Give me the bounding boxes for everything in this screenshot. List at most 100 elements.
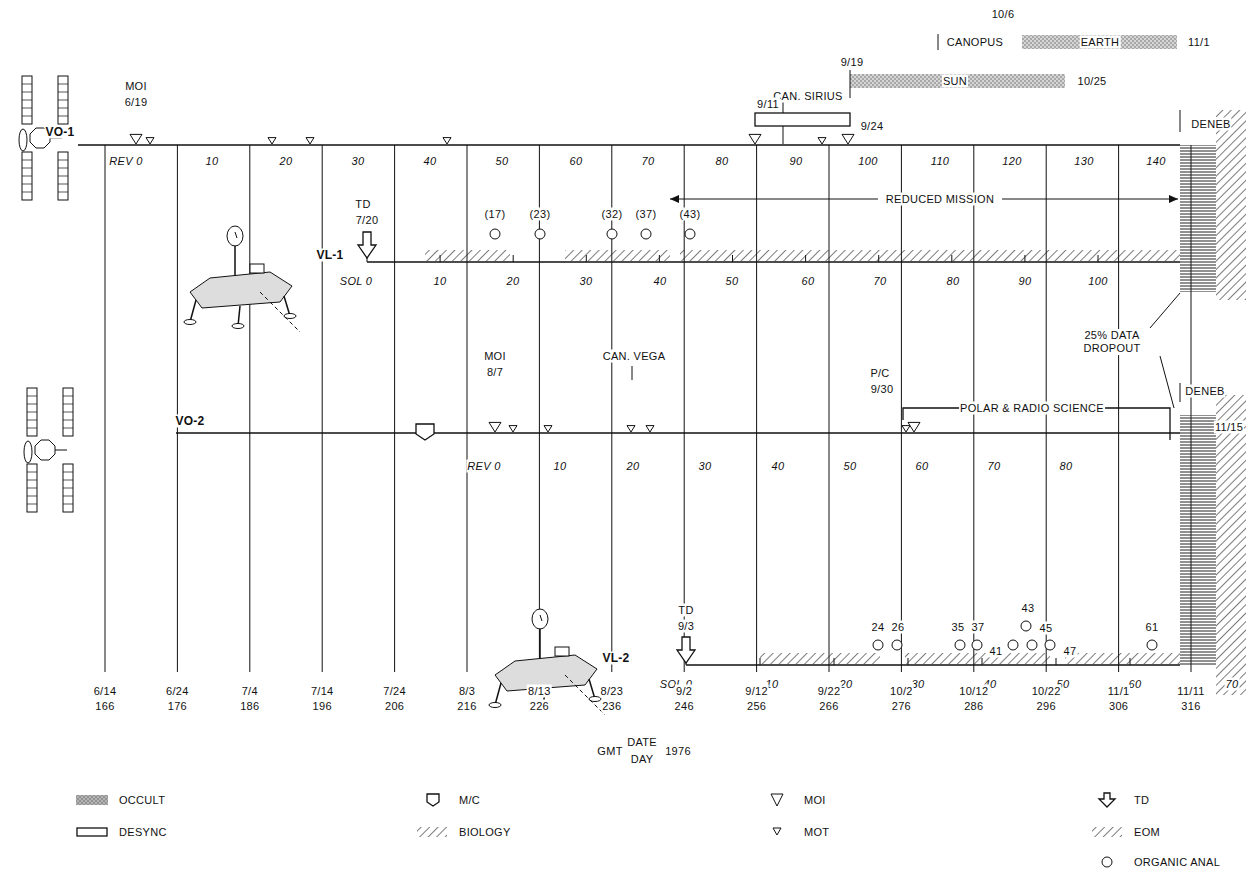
timeline-label: 7/4	[241, 685, 259, 698]
legend-text: TD	[1134, 794, 1149, 806]
timeline-label: 30	[698, 460, 713, 473]
maneuver-triangle	[842, 134, 854, 144]
timeline-label: SUN	[942, 75, 968, 88]
legend-text: EOM	[1134, 826, 1160, 838]
legend-item: BIOLOGY	[415, 824, 511, 840]
rule-line	[322, 145, 323, 672]
legend-swatch-color	[76, 795, 108, 805]
eom-block	[1180, 145, 1216, 292]
organic-circle	[972, 640, 982, 650]
timeline-label: 43	[1021, 602, 1036, 615]
timeline-label: POLAR & RADIO SCIENCE	[959, 402, 1105, 415]
rule-line	[78, 144, 1180, 146]
maneuver-triangle	[130, 134, 142, 144]
rule-line	[901, 145, 902, 672]
legend-item: MOT	[760, 824, 829, 840]
timeline-label: 9/11	[756, 98, 780, 111]
legend-item: DESYNC	[75, 824, 167, 840]
legend-text: MOI	[804, 794, 826, 806]
legend-text: ORGANIC ANAL	[1134, 856, 1220, 868]
organic-circle	[1008, 640, 1018, 650]
timeline-label: MOI	[483, 350, 507, 363]
timeline-label: 226	[529, 700, 550, 713]
legend-item: M/C	[415, 792, 480, 808]
rule-line	[1150, 293, 1180, 328]
timeline-label: 9/3	[677, 620, 695, 633]
occult-band	[850, 74, 1065, 88]
maneuver-triangle	[818, 138, 826, 144]
rule-line	[684, 145, 685, 672]
timeline-label: 10/12	[958, 685, 989, 698]
timeline-label: (43)	[679, 208, 702, 221]
timeline-label: 10/6	[991, 8, 1016, 21]
timeline-label: 11/1	[1107, 685, 1131, 698]
timeline-label: 11/15	[1214, 421, 1244, 434]
timeline-label: 40	[423, 155, 438, 168]
occult-band	[850, 74, 1065, 88]
timeline-label: 246	[674, 700, 695, 713]
timeline-label: 6/19	[124, 96, 149, 109]
legend-swatch	[760, 792, 794, 808]
timeline-label: 6/14	[93, 685, 118, 698]
timeline-label: DENEB	[1190, 118, 1231, 131]
touchdown-arrow	[358, 232, 376, 258]
timeline-label: 8/13	[527, 685, 552, 698]
timeline-label: 11/11	[1176, 685, 1205, 698]
organic-circle	[1147, 640, 1157, 650]
timeline-label: 100	[857, 155, 878, 168]
timeline-label: EARTH	[1080, 36, 1121, 49]
lander-icon	[184, 226, 300, 332]
timeline-label: 7/14	[310, 685, 335, 698]
timeline-label: 206	[384, 700, 405, 713]
timeline-label: 50	[843, 460, 858, 473]
rule-line	[1056, 658, 1057, 665]
timeline-label: MOI	[124, 80, 148, 93]
timeline-label: 9/19	[840, 56, 865, 69]
legend-text: M/C	[459, 794, 480, 806]
timeline-label: 90	[789, 155, 804, 168]
orbiter-icon	[24, 388, 73, 512]
timeline-label: 50	[495, 155, 510, 168]
timeline-label: 70	[987, 460, 1002, 473]
maneuver-triangle	[146, 138, 154, 144]
rule-line	[394, 145, 395, 672]
timeline-label: DAY	[630, 753, 655, 766]
timeline-label: 50	[725, 275, 740, 288]
maneuver-triangle	[544, 426, 552, 432]
legend-text: BIOLOGY	[459, 826, 511, 838]
timeline-label: 9/24	[860, 120, 885, 133]
timeline-label: 9/12	[744, 685, 769, 698]
timeline-label: 60	[801, 275, 816, 288]
timeline-label: 60	[915, 460, 930, 473]
legend-item: MOI	[760, 792, 826, 808]
organic-circle	[1027, 640, 1037, 650]
eom-hatch	[1216, 395, 1246, 695]
timeline-label: 10	[205, 155, 220, 168]
timeline-label: 70	[1225, 678, 1240, 691]
timeline-label: 80	[946, 275, 961, 288]
timeline-label: 9/2	[675, 685, 693, 698]
rule-line	[1002, 199, 1178, 200]
eom-hatch	[1216, 110, 1246, 300]
biology-band	[905, 653, 1050, 664]
legend-item: EOM	[1090, 824, 1160, 840]
rule-line	[1180, 383, 1181, 402]
timeline-label: 47	[1063, 645, 1078, 658]
legend-swatch	[75, 824, 109, 840]
maneuver-triangle	[489, 422, 501, 432]
organic-circle	[607, 229, 617, 239]
legend-swatch	[1090, 854, 1124, 870]
timeline-label: 8/7	[486, 366, 504, 379]
timeline-label: (17)	[484, 208, 507, 221]
timeline-label: 11/1	[1187, 36, 1211, 49]
biology-band	[680, 250, 1180, 261]
timeline-label: CAN. VEGA	[602, 350, 667, 363]
maneuver-triangle	[268, 138, 276, 144]
desync-box	[755, 113, 850, 126]
rule-line	[513, 255, 514, 262]
timeline-label: VL-2	[601, 652, 630, 665]
legend-swatch	[415, 792, 449, 808]
occult-band	[1022, 35, 1177, 49]
timeline-strokes	[19, 34, 1246, 715]
